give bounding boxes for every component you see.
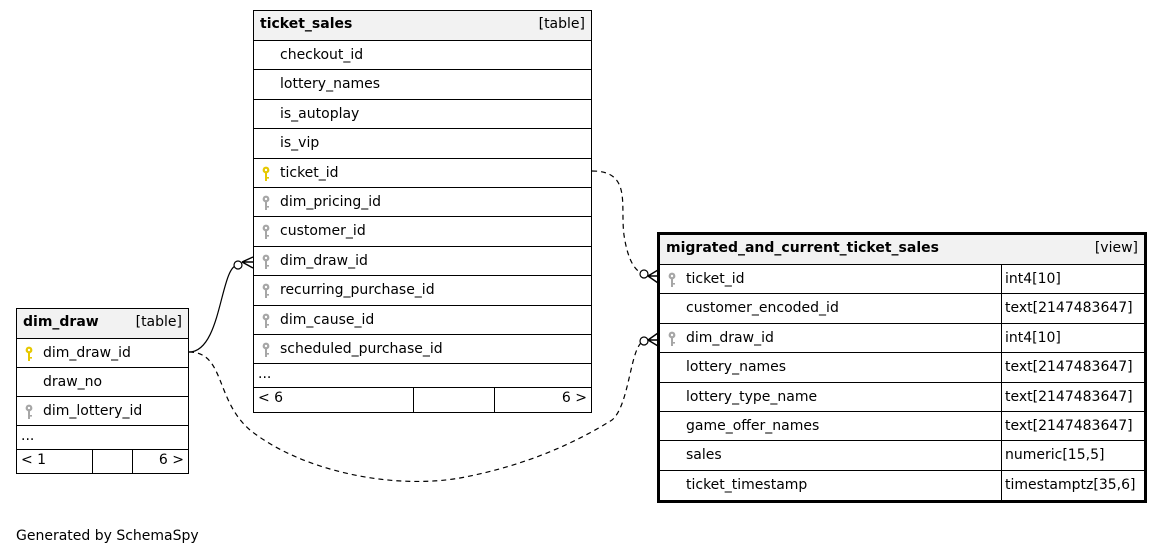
- column-row-game-offer-names[interactable]: game_offer_names text[2147483647]: [660, 411, 1144, 442]
- footer-spacer: [414, 388, 495, 413]
- column-name: lottery_names: [686, 359, 787, 376]
- column-type: int4[10]: [1001, 265, 1061, 294]
- column-name: draw_no: [43, 374, 103, 390]
- column-name: recurring_purchase_id: [280, 282, 435, 299]
- column-row-ticket-id[interactable]: ticket_id: [254, 159, 591, 188]
- table-name: dim_draw: [23, 314, 99, 330]
- column-type: text[2147483647]: [1001, 353, 1133, 382]
- table-header: dim_draw [table]: [17, 309, 188, 339]
- column-row-dim-draw-id[interactable]: dim_draw_id int4[10]: [660, 323, 1144, 354]
- rel-ticket-id-line: [591, 170, 645, 275]
- column-name: lottery_names: [280, 76, 381, 93]
- column-row-draw-no[interactable]: draw_no: [17, 368, 188, 397]
- column-type: text[2147483647]: [1001, 382, 1133, 411]
- column-row-lottery-names[interactable]: lottery_names: [254, 70, 591, 100]
- column-name: sales: [686, 447, 722, 464]
- column-row-dim-pricing-id[interactable]: dim_pricing_id: [254, 188, 591, 218]
- parents-count[interactable]: < 6: [254, 388, 414, 413]
- column-name: ticket_timestamp: [686, 476, 808, 493]
- footer-spacer: [93, 450, 133, 473]
- column-row-is-vip[interactable]: is_vip: [254, 129, 591, 159]
- column-row-recurring-purchase-id[interactable]: recurring_purchase_id: [254, 276, 591, 306]
- parents-count[interactable]: < 1: [17, 450, 93, 473]
- column-name: dim_draw_id: [43, 345, 131, 361]
- column-row-dim-draw-id[interactable]: dim_draw_id: [254, 247, 591, 277]
- foreign-key-icon: [667, 331, 677, 347]
- rel-dim-draw-view-crowfoot: [647, 332, 659, 347]
- column-type: timestamptz[35,6]: [1001, 470, 1135, 501]
- column-row-lottery-type-name[interactable]: lottery_type_name text[2147483647]: [660, 382, 1144, 412]
- column-name: checkout_id: [280, 47, 364, 63]
- foreign-key-icon: [261, 195, 271, 211]
- more-columns: ...: [17, 426, 188, 450]
- column-name: scheduled_purchase_id: [280, 340, 443, 357]
- column-row-dim-draw-id[interactable]: dim_draw_id: [17, 339, 188, 368]
- column-name: game_offer_names: [686, 417, 820, 434]
- rel-dim-draw-ticket-sales-crowfoot: [241, 256, 254, 269]
- rel-ticket-id-zero-marker: [639, 269, 649, 279]
- rel-ticket-id-crowfoot: [647, 269, 659, 284]
- table-name: ticket_sales: [260, 16, 353, 32]
- column-name: dim_cause_id: [280, 311, 375, 328]
- column-row-customer-encoded-id[interactable]: customer_encoded_id text[2147483647]: [660, 294, 1144, 324]
- generator-footer: Generated by SchemaSpy: [16, 528, 199, 544]
- ticket-sales-table[interactable]: ticket_sales [table] checkout_id lottery_…: [253, 10, 592, 414]
- column-row-dim-lottery-id[interactable]: dim_lottery_id: [17, 397, 188, 426]
- column-name: ticket_id: [280, 164, 339, 181]
- column-name: lottery_type_name: [686, 388, 818, 405]
- foreign-key-icon: [261, 342, 271, 358]
- foreign-key-icon: [667, 272, 677, 288]
- column-list: dim_draw_id draw_no dim_lottery_id: [17, 339, 188, 426]
- column-list: checkout_id lottery_names is_autoplay is_vi…: [254, 41, 591, 365]
- foreign-key-icon: [261, 224, 271, 240]
- column-name: dim_pricing_id: [280, 193, 382, 210]
- table-header: migrated_and_current_ticket_sales [view]: [660, 235, 1144, 265]
- rel-dim-draw-ticket-sales-line: [188, 264, 239, 353]
- column-row-sales[interactable]: sales numeric[15,5]: [660, 441, 1144, 471]
- table-footer: < 1 6 >: [17, 450, 188, 473]
- foreign-key-icon: [261, 313, 271, 329]
- rel-dim-draw-ticket-sales-zero-marker: [233, 260, 243, 270]
- foreign-key-icon: [261, 254, 271, 270]
- dim-draw-table[interactable]: dim_draw [table] dim_draw_id draw_no dim_l…: [16, 308, 189, 474]
- column-name: dim_draw_id: [280, 252, 368, 269]
- column-name: is_vip: [280, 135, 320, 152]
- table-footer: < 6 6 >: [254, 388, 591, 413]
- column-row-ticket-timestamp[interactable]: ticket_timestamp timestamptz[35,6]: [660, 470, 1144, 501]
- column-row-dim-cause-id[interactable]: dim_cause_id: [254, 306, 591, 335]
- more-columns: ...: [254, 364, 591, 389]
- children-count[interactable]: 6 >: [158, 452, 184, 468]
- column-type: numeric[15,5]: [1001, 441, 1104, 470]
- column-row-is-autoplay[interactable]: is_autoplay: [254, 100, 591, 130]
- column-type: int4[10]: [1001, 323, 1061, 353]
- table-kind: [table]: [538, 16, 585, 32]
- column-row-checkout-id[interactable]: checkout_id: [254, 41, 591, 71]
- column-name: dim_lottery_id: [43, 403, 143, 419]
- primary-key-icon: [261, 166, 271, 182]
- column-name: dim_draw_id: [686, 329, 774, 346]
- primary-key-icon: [24, 346, 34, 362]
- column-row-lottery-names[interactable]: lottery_names text[2147483647]: [660, 353, 1144, 383]
- table-name: migrated_and_current_ticket_sales: [666, 240, 939, 256]
- column-name: customer_encoded_id: [686, 300, 839, 317]
- column-row-scheduled-purchase-id[interactable]: scheduled_purchase_id: [254, 335, 591, 365]
- rel-dim-draw-view-zero-marker: [639, 336, 649, 346]
- column-row-customer-id[interactable]: customer_id: [254, 217, 591, 247]
- foreign-key-icon: [261, 283, 271, 299]
- column-type: text[2147483647]: [1001, 411, 1133, 441]
- table-kind: [view]: [1094, 240, 1138, 256]
- column-name: customer_id: [280, 223, 366, 240]
- table-kind: [table]: [135, 314, 182, 330]
- column-row-ticket-id[interactable]: ticket_id int4[10]: [660, 265, 1144, 295]
- children-count[interactable]: 6 >: [561, 390, 587, 407]
- column-name: ticket_id: [686, 271, 745, 287]
- table-header: ticket_sales [table]: [254, 11, 591, 41]
- column-name: is_autoplay: [280, 105, 360, 122]
- column-type: text[2147483647]: [1001, 294, 1133, 323]
- migrated-and-current-ticket-sales-view[interactable]: migrated_and_current_ticket_sales [view]…: [657, 232, 1147, 504]
- rel-dim-draw-view-line: [188, 340, 645, 483]
- foreign-key-icon: [24, 404, 34, 420]
